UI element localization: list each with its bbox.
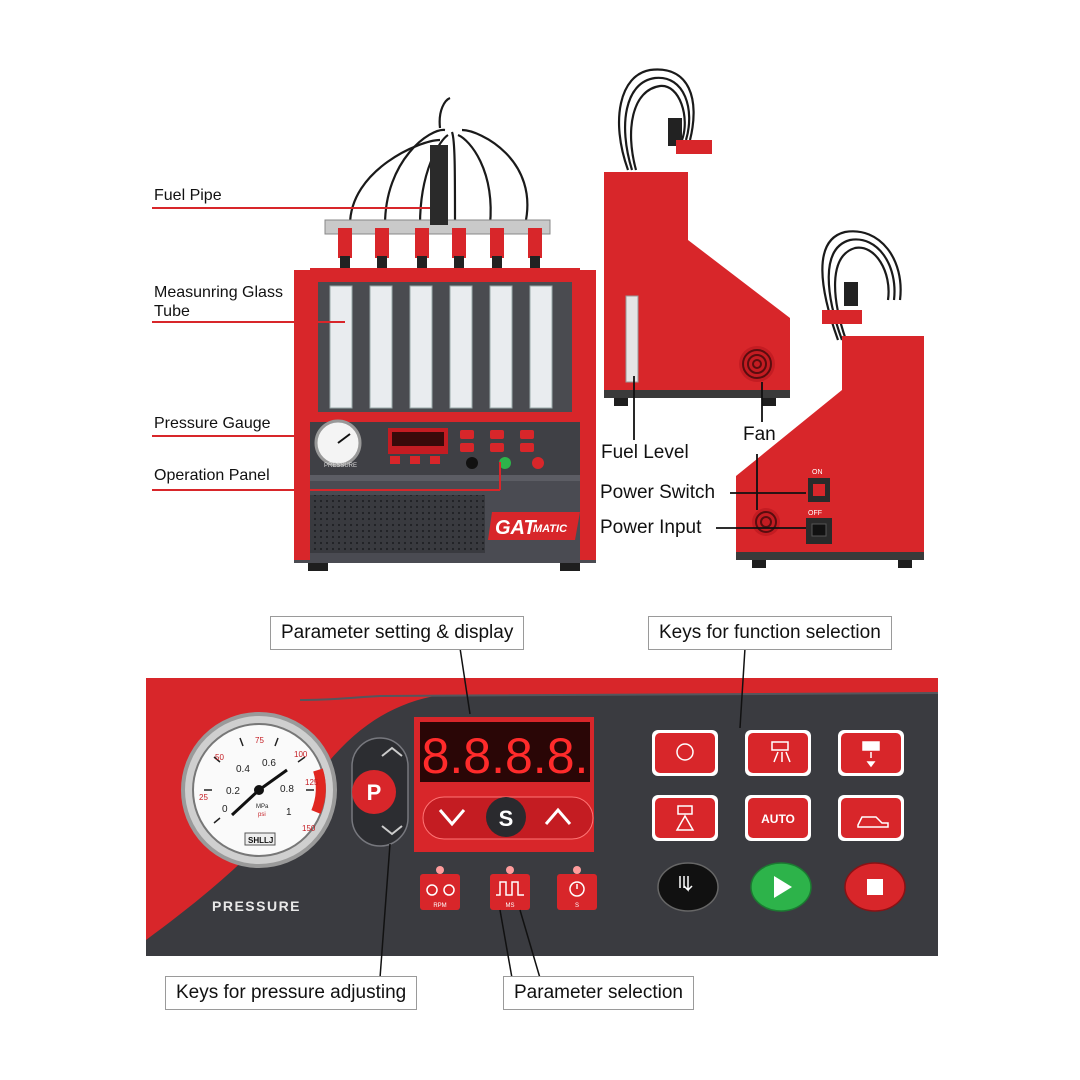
pressure-gauge-label: Pressure Gauge <box>154 415 271 432</box>
operation-panel-label: Operation Panel <box>154 467 270 484</box>
switch-on-label: ON <box>812 469 823 476</box>
injector-drip-icon <box>862 741 880 768</box>
gauge-mpa-0: 0 <box>222 804 228 815</box>
fan-label: Fan <box>743 424 776 445</box>
power-switch-label: Power Switch <box>600 482 716 503</box>
pressure-down-icon[interactable] <box>381 825 403 836</box>
gauge-unit-psi: psi <box>258 812 266 818</box>
gauge-brand: SHLLJ <box>248 836 273 845</box>
gauge-mpa-06: 0.6 <box>262 758 276 769</box>
ultrasonic-key[interactable] <box>655 733 715 773</box>
s-key-label: S <box>499 806 514 831</box>
pressure-up-icon[interactable] <box>381 746 403 757</box>
drain-icon <box>679 876 693 892</box>
s-key[interactable] <box>486 797 526 837</box>
s-param-key-label: S <box>575 903 579 909</box>
power-input-label: Power Input <box>600 517 702 538</box>
gauge-psi-100: 100 <box>294 750 308 759</box>
auto-key-label: AUTO <box>761 812 795 826</box>
small-pressure-label: PRESSURE <box>324 463 357 469</box>
stop-icon <box>867 879 883 895</box>
panel-closeup: 0 0.2 0.4 0.6 0.8 1 25 50 75 100 125 150… <box>146 647 939 979</box>
gauge-psi-75: 75 <box>255 736 264 745</box>
rpm-key[interactable] <box>420 874 460 910</box>
car-icon <box>857 816 889 828</box>
value-up-icon[interactable] <box>544 807 572 825</box>
gauge-mpa-02: 0.2 <box>226 786 240 797</box>
gauge-psi-125: 125 <box>305 778 319 787</box>
gauge-mpa-08: 0.8 <box>280 784 294 795</box>
injector-flow-icon <box>675 805 695 831</box>
function-keys-callout: Keys for function selection <box>648 616 892 650</box>
glass-tube-label-line2: Tube <box>154 303 190 320</box>
ultrasonic-icon <box>676 743 694 761</box>
brand-logo-gat: GAT <box>495 517 538 539</box>
play-icon <box>774 876 792 898</box>
parameter-display: 8.8.8.8. <box>422 728 589 784</box>
gauge-psi-50: 50 <box>215 753 224 762</box>
pressure-panel-label: PRESSURE <box>212 898 301 914</box>
gauge-psi-25: 25 <box>199 793 208 802</box>
gauge-psi-150: 150 <box>302 824 316 833</box>
fuel-level-label: Fuel Level <box>601 442 689 463</box>
pressure-keys-callout: Keys for pressure adjusting <box>165 976 418 1010</box>
rpm-key-label: RPM <box>433 903 446 909</box>
p-key[interactable] <box>352 770 396 814</box>
auto-key[interactable] <box>748 798 808 838</box>
flow-test-key[interactable] <box>655 798 715 838</box>
parameter-selection-callout: Parameter selection <box>503 976 694 1010</box>
ms-key-label: MS <box>506 903 515 909</box>
gauge-mpa-04: 0.4 <box>236 764 250 775</box>
fuel-pipe-label: Fuel Pipe <box>154 187 222 204</box>
s-param-key[interactable] <box>557 874 597 910</box>
p-key-label: P <box>367 780 382 805</box>
main-unit-illustration: PRESSURE GAT MATIC <box>152 68 924 571</box>
gauge-mpa-1: 1 <box>286 807 292 818</box>
injector-spray-icon <box>771 741 791 763</box>
switch-off-label: OFF <box>808 510 822 517</box>
value-down-icon[interactable] <box>438 809 466 827</box>
gauge-unit-mpa: MPa <box>256 804 269 810</box>
glass-tube-label-line1: Measunring Glass <box>154 284 283 301</box>
parameter-display-callout: Parameter setting & display <box>270 616 525 650</box>
brand-logo-matic: MATIC <box>533 523 568 535</box>
car-clean-key[interactable] <box>841 798 901 838</box>
